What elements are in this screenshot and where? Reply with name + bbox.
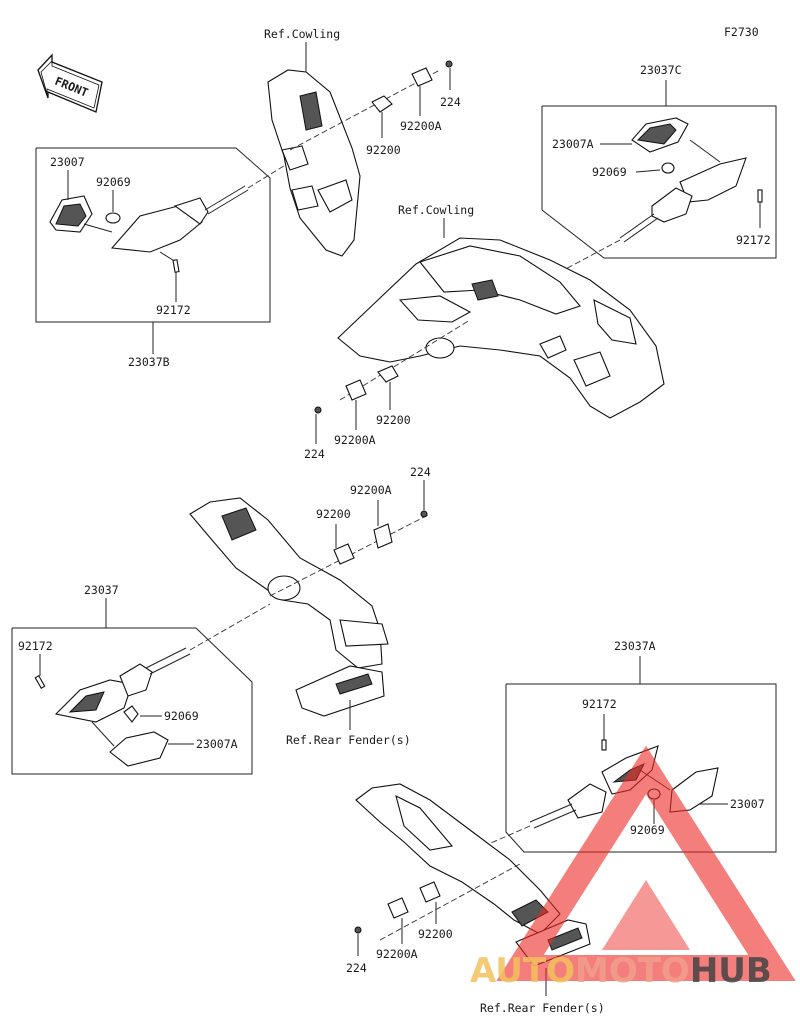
label-92069-top-left: 92069 <box>96 175 131 189</box>
watermark-hub: HUB <box>690 951 772 991</box>
label-92200-top: 92200 <box>366 143 401 157</box>
assembly-23037A: 23037A 92172 23007 92069 <box>469 639 777 853</box>
label-224-center: 224 <box>410 465 431 479</box>
screw-224-bottom: 224 <box>346 926 367 975</box>
label-92172-bottom-left: 92172 <box>18 639 53 653</box>
rear-signal-bracket: Ref.Rear Fender(s) <box>189 497 431 747</box>
label-92172-top-left: 92172 <box>156 303 191 317</box>
label-224-bottom: 224 <box>346 961 367 975</box>
automotohub-watermark <box>496 745 796 981</box>
label-23037B: 23037B <box>128 355 170 369</box>
label-92200A-center: 92200A <box>350 483 392 497</box>
label-23037C: 23037C <box>640 63 682 77</box>
label-92200-bottom: 92200 <box>418 927 453 941</box>
assembly-23037C: 23037C 23007A 92069 92172 <box>541 63 777 273</box>
clip-92200-top: 92200 <box>366 95 401 157</box>
clip-92200-mid: 92200 <box>376 365 411 427</box>
label-92200-center: 92200 <box>316 507 351 521</box>
label-23007A-top-right: 23007A <box>552 137 594 151</box>
label-92200A-mid: 92200A <box>334 433 376 447</box>
label-92172-top-right: 92172 <box>736 233 771 247</box>
clip-92200A-center: 92200A <box>350 483 393 549</box>
screw-224-top: 224 <box>440 60 461 109</box>
assembly-23037B: 23037B 23007 92069 92172 <box>35 147 301 369</box>
screw-224-mid: 224 <box>304 406 325 461</box>
lens-23007A-bottom-left <box>109 731 169 767</box>
screw-224-center: 224 <box>410 465 431 518</box>
label-ref-cowling-top: Ref.Cowling <box>264 27 340 41</box>
label-92069-bottom-left: 92069 <box>164 709 199 723</box>
label-23007-top-left: 23007 <box>50 155 85 169</box>
clip-92200-center: 92200 <box>316 507 355 565</box>
clip-92200A-bottom: 92200A <box>376 897 418 961</box>
figure-code: F2730 <box>724 25 759 39</box>
front-cowling-frame: Ref.Cowling <box>337 203 665 419</box>
label-92200-mid: 92200 <box>376 413 411 427</box>
label-92200A-bottom: 92200A <box>376 947 418 961</box>
upper-cowling-bracket: Ref.Cowling <box>264 27 441 257</box>
watermark-moto: MOTO <box>575 951 690 991</box>
label-ref-cowling-mid: Ref.Cowling <box>398 203 474 217</box>
label-224-mid: 224 <box>304 447 325 461</box>
label-ref-rear-fender-1: Ref.Rear Fender(s) <box>286 733 411 747</box>
clip-92200-bottom: 92200 <box>418 881 453 941</box>
watermark-triangle <box>496 745 796 981</box>
bulb-92069-top-left <box>105 212 121 224</box>
watermark-text: AUTOMOTOHUB <box>470 951 772 991</box>
label-92069-top-right: 92069 <box>592 165 627 179</box>
watermark-auto: AUTO <box>470 951 575 991</box>
clip-92200A-top: 92200A <box>400 67 442 133</box>
bulb-92069-bottom-left <box>123 705 139 723</box>
label-92069-bottom-right: 92069 <box>630 823 665 837</box>
label-92200A-top: 92200A <box>400 119 442 133</box>
label-ref-rear-fender-2: Ref.Rear Fender(s) <box>480 1001 605 1015</box>
label-224-top: 224 <box>440 95 461 109</box>
clip-92200A-mid: 92200A <box>334 379 376 447</box>
assembly-23037: 23037 92172 92069 23007A <box>11 583 271 775</box>
front-direction-arrow: FRONT <box>37 53 103 113</box>
label-23007A-bottom-left: 23007A <box>196 737 238 751</box>
bulb-92069-top-right <box>661 162 675 174</box>
label-23037: 23037 <box>84 583 119 597</box>
label-23007-bottom-right: 23007 <box>730 797 765 811</box>
label-23037A: 23037A <box>614 639 656 653</box>
label-92172-bottom-right: 92172 <box>582 697 617 711</box>
